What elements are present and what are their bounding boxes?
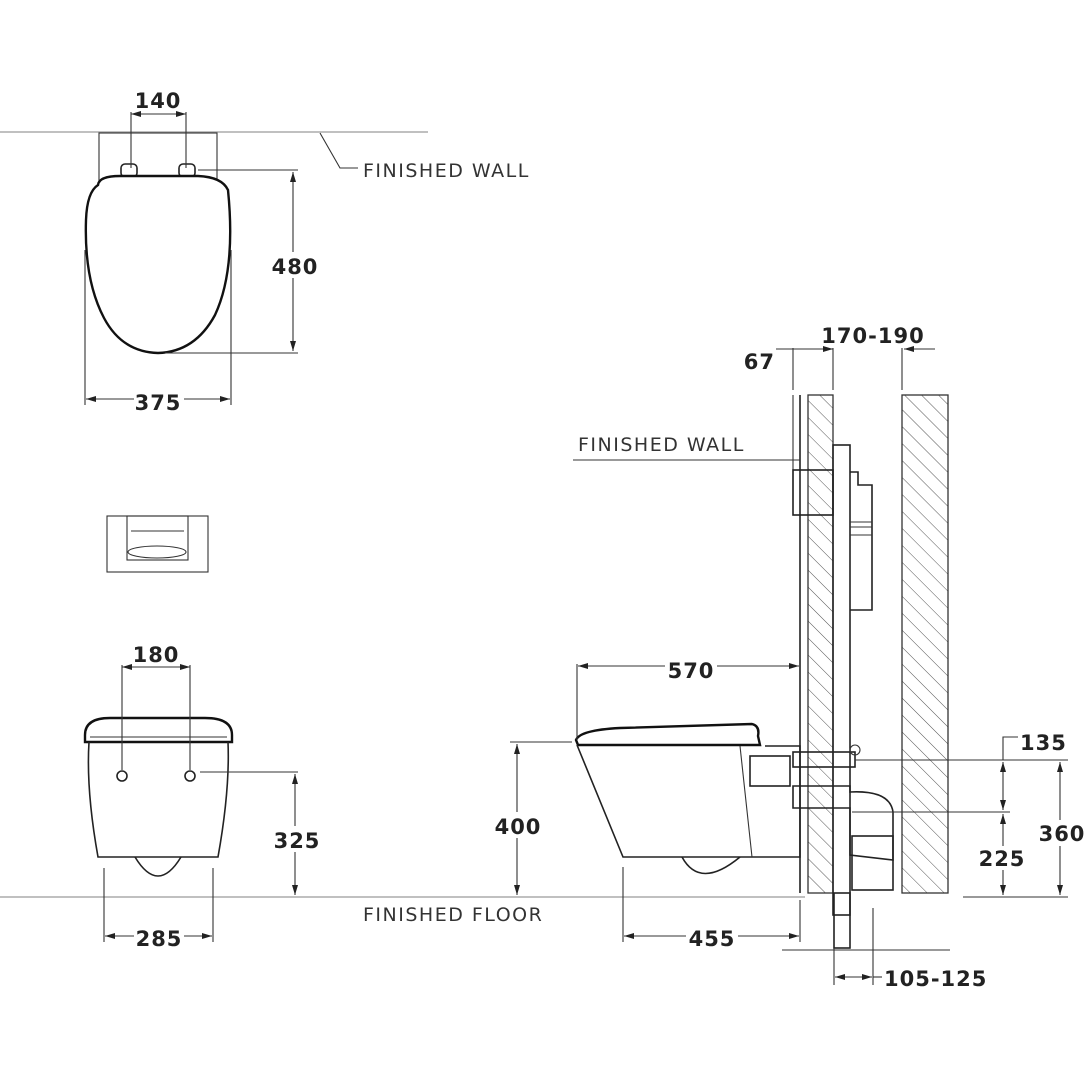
dim-105-125: 105-125 <box>884 967 987 991</box>
dim-67: 67 <box>744 350 775 374</box>
wall-hatch-back <box>901 394 949 894</box>
dim-135: 135 <box>1020 731 1067 755</box>
front-seat <box>83 716 234 744</box>
dim-400: 400 <box>495 815 542 839</box>
side-view: FINISHED WALL 67 170-190 570 400 455 105… <box>492 324 1090 991</box>
flush-plate <box>106 515 209 573</box>
carrier-frame <box>832 444 851 916</box>
front-view: FINISHED FLOOR 180 325 285 <box>0 643 805 951</box>
dim-140: 140 <box>135 89 182 113</box>
bowl-connector <box>749 755 791 787</box>
dim-570: 570 <box>668 659 715 683</box>
wall-hatch-front <box>807 394 834 894</box>
front-bowl <box>87 741 230 858</box>
dim-325: 325 <box>274 829 321 853</box>
dim-170-190: 170-190 <box>821 324 924 348</box>
cistern-connector <box>792 469 834 516</box>
dim-225: 225 <box>979 847 1026 871</box>
dim-375: 375 <box>135 391 182 415</box>
finished-floor-label: FINISHED FLOOR <box>363 904 543 926</box>
finished-wall-label: FINISHED WALL <box>363 160 530 182</box>
finished-wall-side-label: FINISHED WALL <box>578 434 745 456</box>
dim-455: 455 <box>689 927 736 951</box>
fixing-hole-left <box>116 770 128 782</box>
top-view: FINISHED WALL 140 480 375 <box>0 89 530 415</box>
waste-pipe <box>792 785 894 861</box>
seat-outline <box>84 174 232 355</box>
dim-360: 360 <box>1039 822 1086 846</box>
finished-wall-leader <box>319 132 358 169</box>
side-seat <box>574 722 762 747</box>
dim-180: 180 <box>133 643 180 667</box>
side-bowl <box>576 744 801 858</box>
dim-285: 285 <box>136 927 183 951</box>
dim-480: 480 <box>272 255 319 279</box>
drain-bend <box>851 835 894 891</box>
fixing-hole-right <box>184 770 196 782</box>
